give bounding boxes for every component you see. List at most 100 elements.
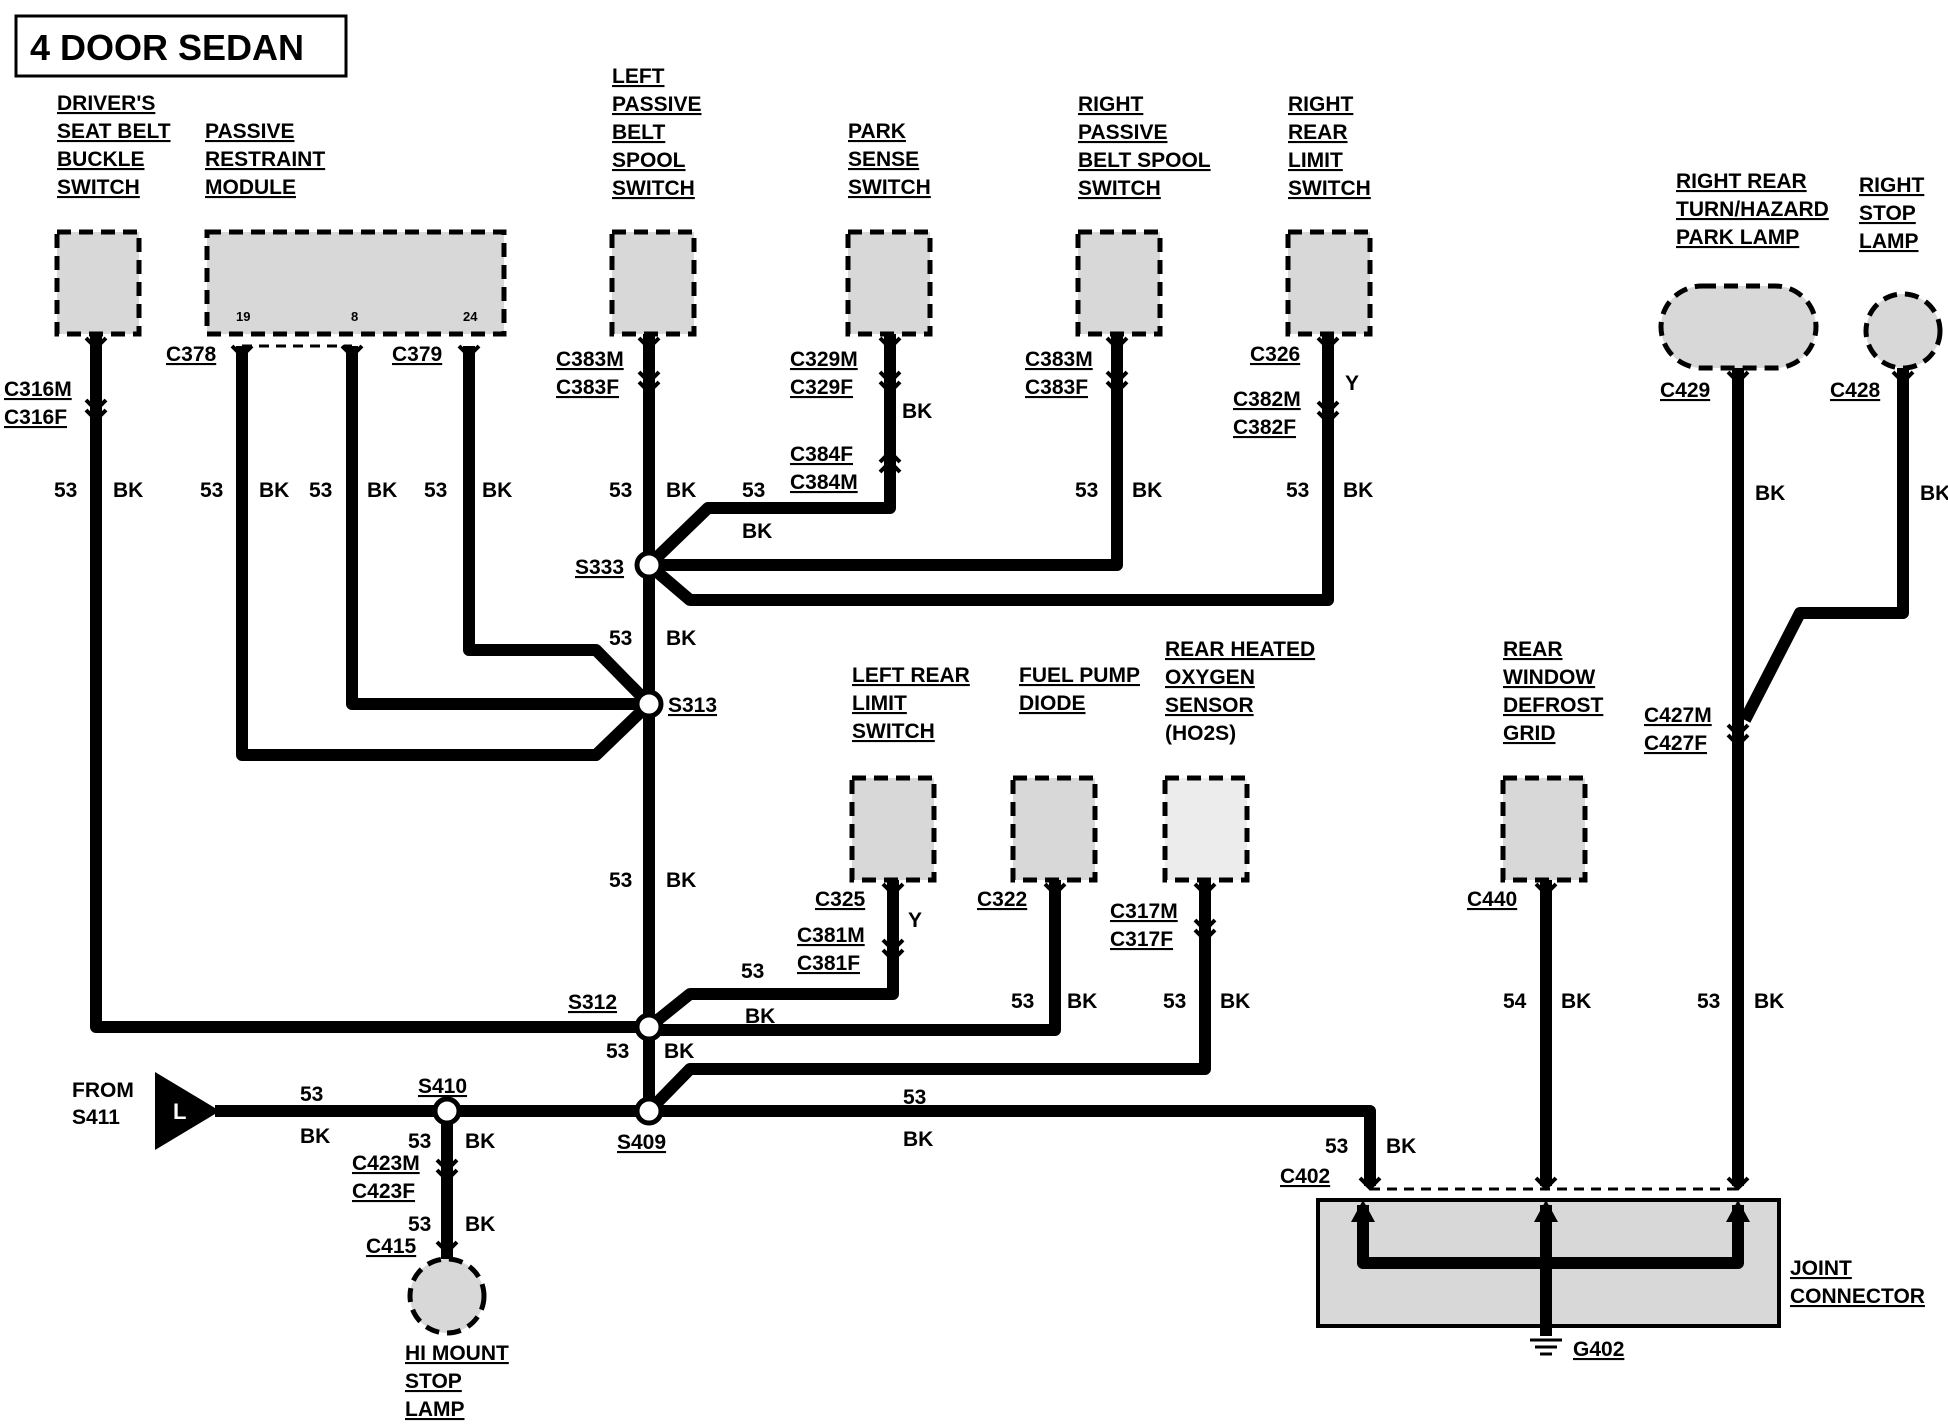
splice-s313	[634, 689, 664, 719]
svg-text:G402: G402	[1573, 1338, 1624, 1361]
svg-text:BK: BK	[259, 479, 289, 502]
svg-text:BELT: BELT	[612, 121, 665, 144]
svg-text:BK: BK	[1220, 990, 1250, 1013]
from-s411-arrow-icon	[155, 1072, 220, 1150]
svg-text:Y: Y	[908, 909, 922, 932]
rear-heated-oxygen-sensor-box	[1162, 775, 1250, 883]
svg-text:GRID: GRID	[1503, 722, 1556, 745]
svg-text:BK: BK	[666, 627, 696, 650]
svg-text:DEFROST: DEFROST	[1503, 694, 1604, 717]
svg-text:C381M: C381M	[797, 924, 865, 947]
svg-text:BK: BK	[1920, 482, 1948, 505]
svg-text:C428: C428	[1830, 379, 1881, 402]
svg-text:PARK LAMP: PARK LAMP	[1676, 226, 1799, 249]
label-right-stop-lamp: RIGHT STOP LAMP	[1859, 174, 1925, 253]
svg-text:REAR HEATED: REAR HEATED	[1165, 638, 1315, 661]
label-passive-restraint-module: PASSIVE RESTRAINT MODULE	[205, 120, 325, 199]
svg-text:C383F: C383F	[556, 376, 619, 399]
svg-text:C383F: C383F	[1025, 376, 1088, 399]
svg-text:53: 53	[54, 479, 77, 502]
wire-left-rear-limit	[645, 880, 899, 1032]
svg-text:BK: BK	[666, 479, 696, 502]
svg-text:C326: C326	[1250, 343, 1300, 366]
svg-text:BK: BK	[902, 400, 932, 423]
label-rear-window-defrost-grid: REAR WINDOW DEFROST GRID	[1503, 638, 1604, 745]
svg-text:REAR: REAR	[1288, 121, 1348, 144]
svg-text:S312: S312	[568, 991, 617, 1014]
label-park-sense-switch: PARK SENSE SWITCH	[848, 120, 931, 199]
ground-icon	[1530, 1338, 1562, 1356]
svg-text:TURN/HAZARD: TURN/HAZARD	[1676, 198, 1829, 221]
svg-text:8: 8	[351, 309, 358, 324]
svg-text:BK: BK	[367, 479, 397, 502]
svg-text:SWITCH: SWITCH	[852, 720, 935, 743]
from-symbol-letter: L	[173, 1099, 186, 1124]
label-rear-heated-oxygen-sensor: REAR HEATED OXYGEN SENSOR (HO2S)	[1165, 638, 1315, 745]
wire-labels: 53 BK 53 BK 53 BK 53 BK 53 BK 53 BK BK 5…	[54, 372, 1948, 1236]
svg-text:BK: BK	[666, 869, 696, 892]
svg-text:53: 53	[300, 1083, 323, 1106]
wire-s409-to-c402	[649, 1105, 1376, 1186]
svg-text:DIODE: DIODE	[1019, 692, 1086, 715]
svg-text:BK: BK	[482, 479, 512, 502]
svg-text:SWITCH: SWITCH	[612, 177, 695, 200]
wire-drivers-seat-belt	[90, 334, 649, 1033]
svg-text:C423F: C423F	[352, 1180, 415, 1203]
svg-text:BK: BK	[1067, 990, 1097, 1013]
module-pin-labels: 19 8 24	[236, 309, 478, 324]
svg-text:C329M: C329M	[790, 348, 858, 371]
right-rear-turn-lamp-box	[1658, 283, 1819, 371]
drivers-seat-belt-switch-box	[54, 229, 142, 337]
svg-text:WINDOW: WINDOW	[1503, 666, 1595, 689]
svg-text:HI MOUNT: HI MOUNT	[405, 1342, 509, 1365]
splice-s333	[634, 550, 664, 580]
svg-text:BK: BK	[1561, 990, 1591, 1013]
svg-text:53: 53	[1697, 990, 1720, 1013]
connector-symbols	[84, 336, 1915, 1255]
svg-text:LEFT: LEFT	[612, 65, 665, 88]
svg-text:C382M: C382M	[1233, 388, 1301, 411]
label-hi-mount-stop-lamp: HI MOUNT STOP LAMP	[405, 1342, 509, 1421]
svg-text:FUEL PUMP: FUEL PUMP	[1019, 664, 1140, 687]
svg-text:C316M: C316M	[4, 378, 72, 401]
svg-text:53: 53	[424, 479, 447, 502]
left-rear-limit-switch-box	[849, 775, 937, 883]
svg-text:53: 53	[609, 479, 632, 502]
svg-text:BK: BK	[1755, 482, 1785, 505]
svg-text:BK: BK	[1132, 479, 1162, 502]
svg-text:C423M: C423M	[352, 1152, 420, 1175]
svg-text:LAMP: LAMP	[405, 1398, 465, 1421]
rear-window-defrost-grid-box	[1500, 775, 1588, 883]
svg-text:24: 24	[463, 309, 478, 324]
svg-text:PASSIVE: PASSIVE	[205, 120, 294, 143]
splice-s312	[634, 1012, 664, 1042]
svg-text:BK: BK	[1343, 479, 1373, 502]
diagram-title: 4 DOOR SEDAN	[30, 27, 304, 68]
label-right-passive-belt-spool-switch: RIGHT PASSIVE BELT SPOOL SWITCH	[1078, 93, 1211, 200]
passive-restraint-module-box	[204, 229, 507, 337]
svg-text:FROM: FROM	[72, 1079, 134, 1102]
splice-s409	[634, 1096, 664, 1126]
svg-text:BK: BK	[745, 1005, 775, 1028]
svg-text:MODULE: MODULE	[205, 176, 296, 199]
svg-text:53: 53	[408, 1130, 431, 1153]
svg-text:S313: S313	[668, 694, 717, 717]
svg-text:BELT SPOOL: BELT SPOOL	[1078, 149, 1211, 172]
fuel-pump-diode-box	[1010, 775, 1098, 883]
svg-text:SWITCH: SWITCH	[848, 176, 931, 199]
right-passive-belt-spool-switch-box	[1075, 229, 1163, 337]
svg-text:CONNECTOR: CONNECTOR	[1790, 1285, 1925, 1308]
svg-text:53: 53	[609, 869, 632, 892]
svg-text:RIGHT: RIGHT	[1078, 93, 1144, 116]
title-box	[14, 14, 348, 78]
svg-text:53: 53	[200, 479, 223, 502]
splice-points	[432, 550, 664, 1126]
svg-text:S333: S333	[575, 556, 624, 579]
label-left-rear-limit-switch: LEFT REAR LIMIT SWITCH	[852, 664, 970, 743]
svg-text:C429: C429	[1660, 379, 1710, 402]
svg-text:S411: S411	[72, 1106, 120, 1129]
label-left-passive-belt-spool-switch: LEFT PASSIVE BELT SPOOL SWITCH	[612, 65, 701, 200]
svg-text:JOINT: JOINT	[1790, 1257, 1852, 1280]
splice-s410	[432, 1096, 462, 1126]
label-right-rear-turn-hazard-park-lamp: RIGHT REAR TURN/HAZARD PARK LAMP	[1676, 170, 1829, 249]
